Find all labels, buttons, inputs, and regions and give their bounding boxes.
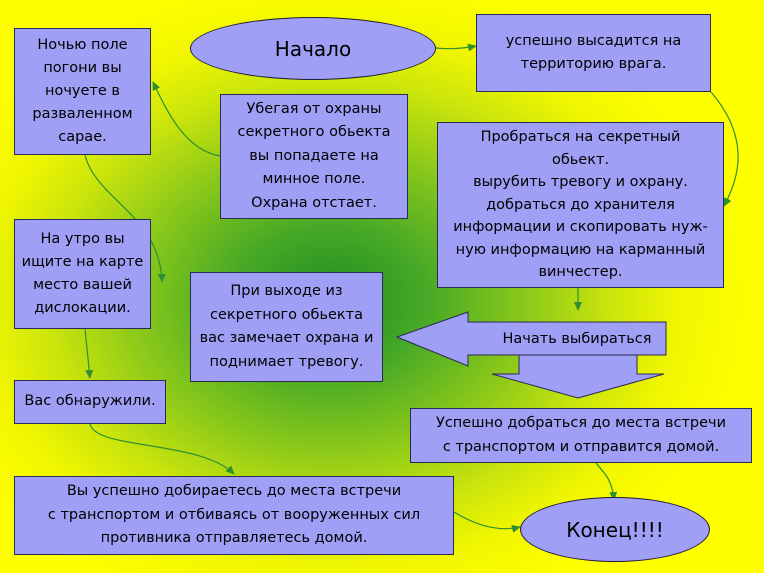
exit-spotted-text: При выходе из секретного обьекта вас зам… [199,283,374,370]
box-infiltrate: Пробраться на секретный обьект. вырубить… [437,122,724,288]
reach-meeting-text: Успешно добраться до места встречи с тра… [435,415,727,455]
box-morning-map: На утро вы ищите на карте место вашей ди… [14,219,151,329]
escape-guard-text: Убегая от охраны секретного обьекта вы п… [237,100,391,211]
box-reach-meeting: Успешно добраться до места встречи с тра… [410,408,752,463]
connector-start-to-land [435,43,477,52]
start-label: Начало [274,36,352,61]
start-leaving-label: Начать выбираться [503,331,652,347]
start-oval: Начало [190,17,436,80]
connector-escape-to-night [152,81,221,157]
connector-night-to-morning [84,154,166,283]
box-land: успешно высадится на территорию врага. [476,14,711,92]
box-night-field: Ночью поле погони вы ночуете в разваленн… [14,28,151,155]
box-detected: Вас обнаружили. [14,380,166,424]
box-escape-guard: Убегая от охраны секретного обьекта вы п… [220,94,408,219]
end-label: Конец!!!! [566,517,664,542]
start-leaving-down-arrow [491,354,665,399]
night-field-text: Ночью поле погони вы ночуете в разваленн… [32,37,133,145]
box-fight-home: Вы успешно добираетесь до места встречи … [14,476,454,555]
connector-reach-to-end [595,462,618,501]
connector-fight-to-end [453,511,521,533]
morning-map-text: На утро вы ищите на карте место вашей ди… [21,231,144,316]
fight-home-text: Вы успешно добираетесь до места встречи … [47,483,421,547]
connector-detected-to-fight [89,423,235,475]
detected-text: Вас обнаружили. [24,393,156,410]
connector-morning-to-detected [84,328,94,379]
connector-land-to-infiltrate [710,91,739,207]
infiltrate-text: Пробраться на секретный обьект. вырубить… [453,129,708,281]
land-text: успешно высадится на территорию врага. [505,32,682,73]
end-oval: Конец!!!! [520,497,710,562]
box-exit-spotted: При выходе из секретного обьекта вас зам… [190,272,383,382]
